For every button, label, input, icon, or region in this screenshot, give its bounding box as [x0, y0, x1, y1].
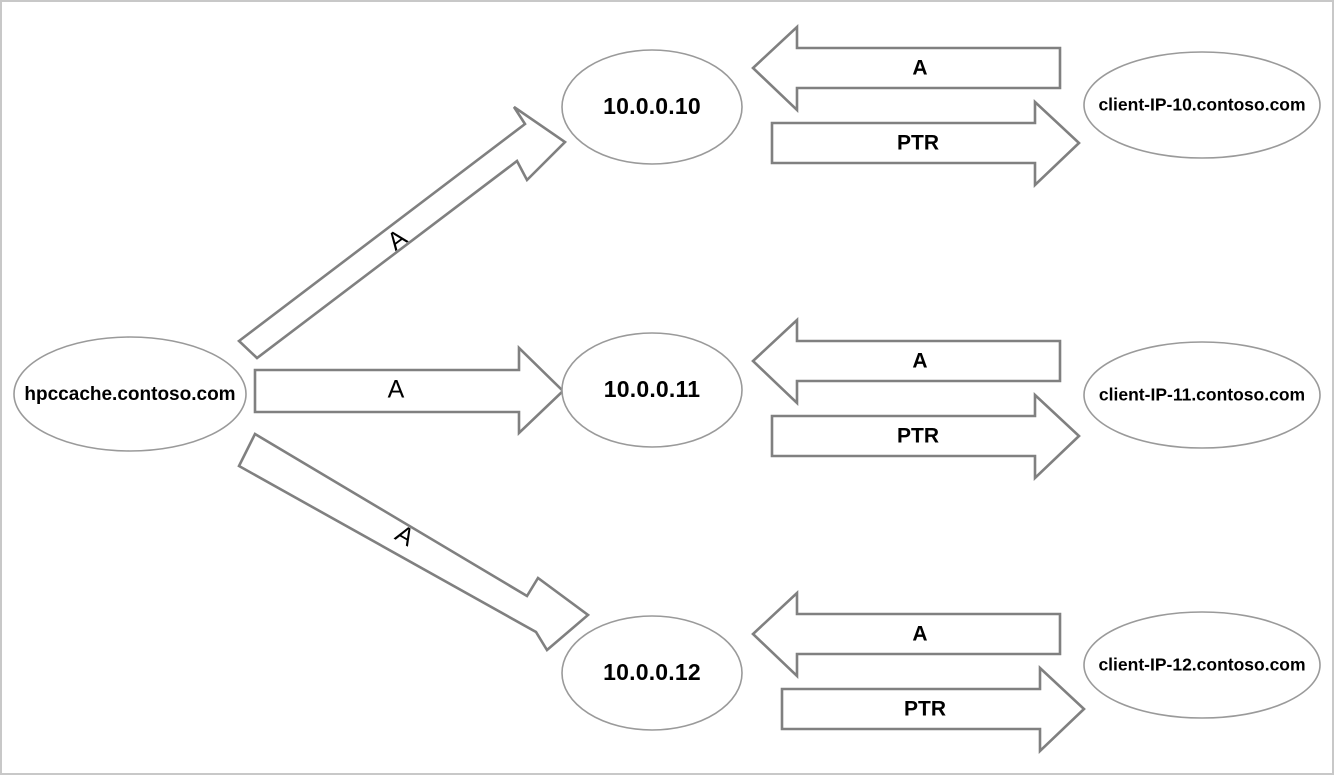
edge-ptr-12: PTR: [780, 665, 1086, 755]
node-ip12-label: 10.0.0.12: [603, 659, 701, 685]
node-ip10-ellipse: [561, 49, 743, 165]
block-arrow-right-mid: [253, 344, 565, 437]
node-client11[interactable]: client-IP-11.contoso.com: [1083, 341, 1321, 449]
edge-label-ptr-10: PTR: [897, 132, 939, 155]
edge-ptr-10: PTR: [770, 99, 1081, 189]
edge-label-a-to-11: A: [388, 376, 405, 404]
block-arrow-left-row2: [751, 317, 1062, 407]
edge-a-to-10: A: [236, 105, 568, 360]
node-ip11-label: 10.0.0.11: [604, 376, 700, 402]
edge-label-a-back-12: A: [912, 623, 927, 646]
block-arrow-down-right: [237, 432, 591, 652]
block-arrow-left-row1: [751, 24, 1062, 114]
edge-label-ptr-12: PTR: [904, 698, 946, 721]
node-ip10[interactable]: 10.0.0.10: [561, 49, 743, 165]
node-ip12-ellipse: [561, 615, 743, 731]
edge-a-back-11: A: [751, 317, 1062, 407]
node-ip11-ellipse: [561, 332, 743, 448]
edge-a-to-12: A: [237, 432, 591, 652]
node-ip10-label: 10.0.0.10: [603, 93, 701, 119]
node-client11-ellipse: [1083, 341, 1321, 449]
node-client10-label: client-IP-10.contoso.com: [1098, 95, 1305, 115]
node-hpccache-ellipse: [13, 336, 247, 452]
edge-label-a-back-10: A: [912, 57, 927, 80]
edge-a-to-11: A: [253, 344, 565, 437]
node-client12[interactable]: client-IP-12.contoso.com: [1083, 611, 1321, 719]
node-hpccache-label: hpccache.contoso.com: [24, 384, 235, 405]
edge-ptr-11: PTR: [770, 392, 1081, 482]
block-arrow-right-row1: [770, 99, 1081, 189]
block-arrow-up-right: [236, 105, 568, 360]
node-ip11[interactable]: 10.0.0.11: [561, 332, 743, 448]
edge-label-ptr-11: PTR: [897, 425, 939, 448]
node-hpccache[interactable]: hpccache.contoso.com: [13, 336, 247, 452]
edge-a-back-10: A: [751, 24, 1062, 114]
node-client12-ellipse: [1083, 611, 1321, 719]
node-ip12[interactable]: 10.0.0.12: [561, 615, 743, 731]
edge-a-back-12: A: [751, 590, 1062, 680]
block-arrow-right-row2: [770, 392, 1081, 482]
block-arrow-right-row3: [780, 665, 1086, 755]
node-client12-label: client-IP-12.contoso.com: [1098, 655, 1305, 675]
node-client11-label: client-IP-11.contoso.com: [1099, 385, 1305, 405]
node-client10-ellipse: [1083, 51, 1321, 159]
node-client10[interactable]: client-IP-10.contoso.com: [1083, 51, 1321, 159]
edge-label-a-back-11: A: [912, 350, 927, 373]
block-arrow-left-row3: [751, 590, 1062, 680]
